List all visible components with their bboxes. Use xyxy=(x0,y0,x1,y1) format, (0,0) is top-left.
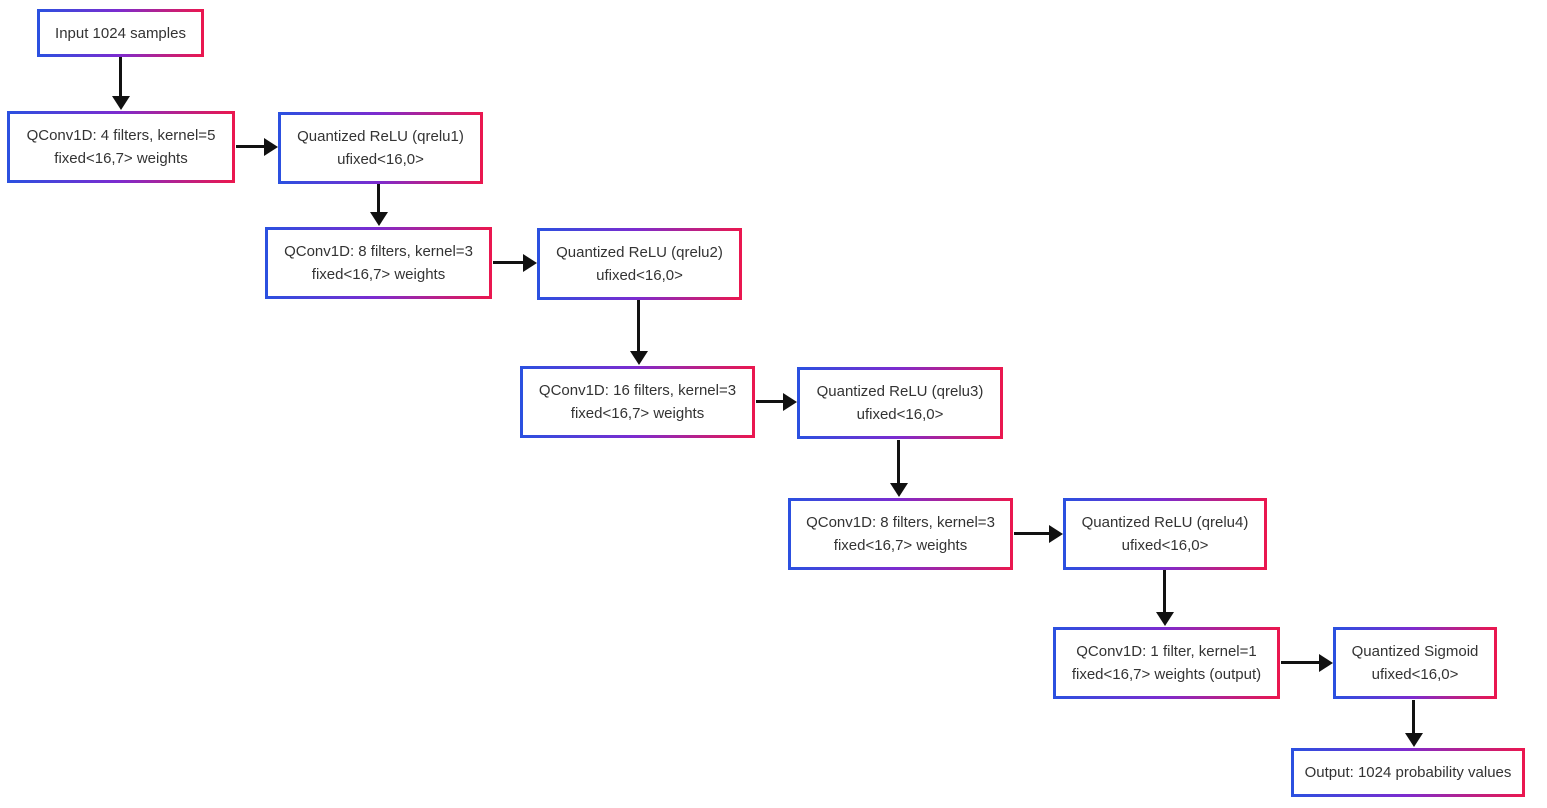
arrow-qrelu1-to-qconv2 xyxy=(377,184,380,213)
node-qconv5-output-layer: QConv1D: 1 filter, kernel=1 fixed<16,7> … xyxy=(1053,627,1280,699)
node-sublabel: fixed<16,7> weights xyxy=(311,266,446,283)
node-label: Quantized ReLU (qrelu1) xyxy=(297,128,464,145)
node-label: QConv1D: 8 filters, kernel=3 xyxy=(284,243,473,260)
node-label: Quantized ReLU (qrelu3) xyxy=(816,383,984,400)
node-sublabel: ufixed<16,0> xyxy=(1371,666,1459,683)
arrow-qconv5-to-qsigmoid xyxy=(1281,661,1320,664)
node-sublabel: ufixed<16,0> xyxy=(1121,537,1209,554)
node-qconv3: QConv1D: 16 filters, kernel=3 fixed<16,7… xyxy=(520,366,755,438)
node-qrelu3: Quantized ReLU (qrelu3) ufixed<16,0> xyxy=(797,367,1003,439)
node-qconv1: QConv1D: 4 filters, kernel=5 fixed<16,7>… xyxy=(7,111,235,183)
arrow-qconv2-to-qrelu2 xyxy=(493,261,524,264)
node-label: Quantized ReLU (qrelu4) xyxy=(1081,514,1249,531)
arrow-qconv1-to-qrelu1 xyxy=(236,145,265,148)
node-label: QConv1D: 8 filters, kernel=3 xyxy=(806,514,995,531)
node-qrelu4: Quantized ReLU (qrelu4) ufixed<16,0> xyxy=(1063,498,1267,570)
arrow-qsigmoid-to-output xyxy=(1412,700,1415,734)
arrow-input-to-qconv1 xyxy=(119,57,122,97)
node-sublabel: ufixed<16,0> xyxy=(596,267,683,284)
node-sublabel: ufixed<16,0> xyxy=(337,151,424,168)
node-qrelu1: Quantized ReLU (qrelu1) ufixed<16,0> xyxy=(278,112,483,184)
node-label: Quantized ReLU (qrelu2) xyxy=(556,244,723,261)
node-sublabel: fixed<16,7> weights xyxy=(54,150,188,167)
node-label: Quantized Sigmoid xyxy=(1351,643,1479,660)
node-label: Input 1024 samples xyxy=(55,24,186,42)
node-qrelu2: Quantized ReLU (qrelu2) ufixed<16,0> xyxy=(537,228,742,300)
arrow-qrelu3-to-qconv4 xyxy=(897,440,900,484)
node-sublabel: fixed<16,7> weights xyxy=(570,405,705,422)
arrow-qconv3-to-qrelu3 xyxy=(756,400,784,403)
node-qconv2: QConv1D: 8 filters, kernel=3 fixed<16,7>… xyxy=(265,227,492,299)
arrow-qrelu4-to-qconv5 xyxy=(1163,570,1166,613)
node-output: Output: 1024 probability values xyxy=(1291,748,1525,797)
node-input: Input 1024 samples xyxy=(37,9,204,57)
node-label: Output: 1024 probability values xyxy=(1304,764,1512,781)
node-label: QConv1D: 4 filters, kernel=5 xyxy=(26,127,216,144)
node-sublabel: fixed<16,7> weights xyxy=(833,537,968,554)
node-label: QConv1D: 1 filter, kernel=1 xyxy=(1076,643,1257,660)
node-qsigmoid: Quantized Sigmoid ufixed<16,0> xyxy=(1333,627,1497,699)
node-label: QConv1D: 16 filters, kernel=3 xyxy=(538,382,737,399)
node-qconv4: QConv1D: 8 filters, kernel=3 fixed<16,7>… xyxy=(788,498,1013,570)
node-sublabel: ufixed<16,0> xyxy=(856,406,944,423)
node-sublabel: fixed<16,7> weights (output) xyxy=(1071,666,1262,683)
arrow-qrelu2-to-qconv3 xyxy=(637,300,640,352)
arrow-qconv4-to-qrelu4 xyxy=(1014,532,1050,535)
